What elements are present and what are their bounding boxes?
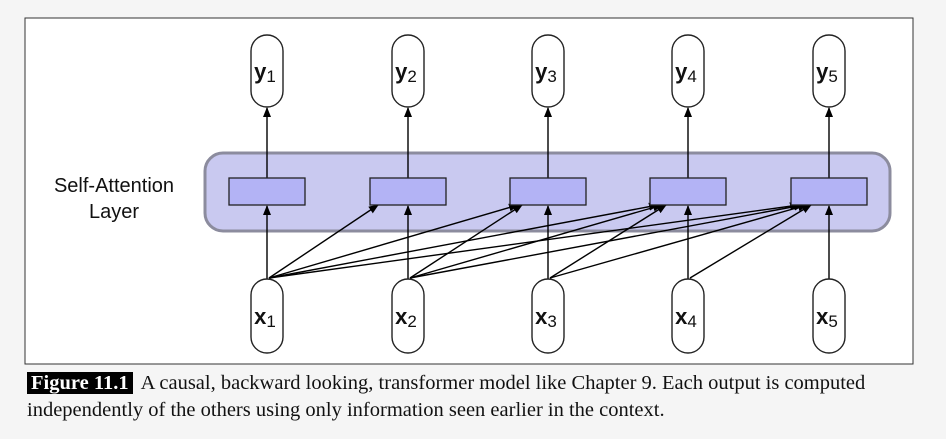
attention-edge-2-to-4 xyxy=(409,203,663,279)
attention-block-2 xyxy=(369,177,447,206)
attention-block-3 xyxy=(509,177,587,206)
attention-edge-4-to-5 xyxy=(689,204,812,279)
attention-edges xyxy=(268,202,812,279)
input-node-x5-label: x5 xyxy=(816,304,838,331)
attention-block-4 xyxy=(649,177,727,206)
output-node-y1-label: y1 xyxy=(254,59,276,86)
output-node-y3: y3 xyxy=(531,34,565,108)
input-node-x2-shape xyxy=(391,278,425,354)
attention-edge-1-to-4 xyxy=(268,202,659,279)
output-node-y2: y2 xyxy=(391,34,425,108)
input-node-x4-label: x4 xyxy=(675,304,697,331)
input-node-x4-subscript: 4 xyxy=(687,312,696,331)
output-node-y3-label: y3 xyxy=(535,59,557,86)
output-node-y2-label: y2 xyxy=(395,59,417,86)
attention-edge-1-to-2 xyxy=(268,204,379,279)
input-node-x5-symbol: x xyxy=(816,304,829,329)
input-node-x4: x4 xyxy=(671,278,705,354)
output-node-y1: y1 xyxy=(250,34,284,108)
output-node-y1-subscript: 1 xyxy=(266,67,275,86)
caption-text: A causal, backward looking, transformer … xyxy=(27,372,866,421)
input-node-x1: x1 xyxy=(250,278,284,354)
input-node-x2-label: x2 xyxy=(395,304,417,331)
output-node-y5-shape xyxy=(812,34,846,108)
output-node-y4: y4 xyxy=(671,34,705,108)
input-node-x4-symbol: x xyxy=(675,304,688,329)
attention-block-1 xyxy=(228,177,306,206)
output-node-y2-shape xyxy=(391,34,425,108)
input-node-x4-shape xyxy=(671,278,705,354)
input-node-x1-subscript: 1 xyxy=(266,312,275,331)
input-node-x3-symbol: x xyxy=(535,304,548,329)
output-node-y3-shape xyxy=(531,34,565,108)
input-node-x1-symbol: x xyxy=(254,304,267,329)
output-node-y2-subscript: 2 xyxy=(407,67,416,86)
output-node-y5-label: y5 xyxy=(816,59,838,86)
input-node-x1-shape xyxy=(250,278,284,354)
vertical-arrows xyxy=(263,107,833,279)
output-node-y4-label: y4 xyxy=(675,59,697,86)
attention-edge-1-to-3 xyxy=(268,203,519,279)
input-node-x2-symbol: x xyxy=(395,304,408,329)
attention-blocks xyxy=(228,177,868,206)
input-node-x1-label: x1 xyxy=(254,304,276,331)
layer-label-line1: Self-Attention xyxy=(54,175,174,197)
output-node-y1-shape xyxy=(250,34,284,108)
output-node-y1-symbol: y xyxy=(254,59,267,84)
output-node-y4-symbol: y xyxy=(675,59,688,84)
attention-edge-3-to-4 xyxy=(549,204,667,279)
input-node-x5-subscript: 5 xyxy=(828,312,837,331)
attention-edge-3-to-5 xyxy=(549,203,808,279)
output-node-y3-symbol: y xyxy=(535,59,548,84)
input-node-x3: x3 xyxy=(531,278,565,354)
figure-label: Figure 11.1 xyxy=(27,372,133,394)
layer-label-line2: Layer xyxy=(89,201,139,223)
output-node-y3-subscript: 3 xyxy=(547,67,556,86)
attention-edge-2-to-5 xyxy=(409,202,804,279)
input-node-x5: x5 xyxy=(812,278,846,354)
input-node-x2: x2 xyxy=(391,278,425,354)
output-node-y2-symbol: y xyxy=(395,59,408,84)
input-node-x3-shape xyxy=(531,278,565,354)
input-node-x3-label: x3 xyxy=(535,304,557,331)
input-node-x5-shape xyxy=(812,278,846,354)
attention-block-5 xyxy=(790,177,868,206)
output-node-y5-subscript: 5 xyxy=(828,67,837,86)
attention-edge-2-to-3 xyxy=(409,204,523,279)
input-node-x2-subscript: 2 xyxy=(407,312,416,331)
output-node-y5-symbol: y xyxy=(816,59,829,84)
output-node-y4-subscript: 4 xyxy=(687,67,696,86)
output-node-y4-shape xyxy=(671,34,705,108)
output-node-y5: y5 xyxy=(812,34,846,108)
input-node-x3-subscript: 3 xyxy=(547,312,556,331)
